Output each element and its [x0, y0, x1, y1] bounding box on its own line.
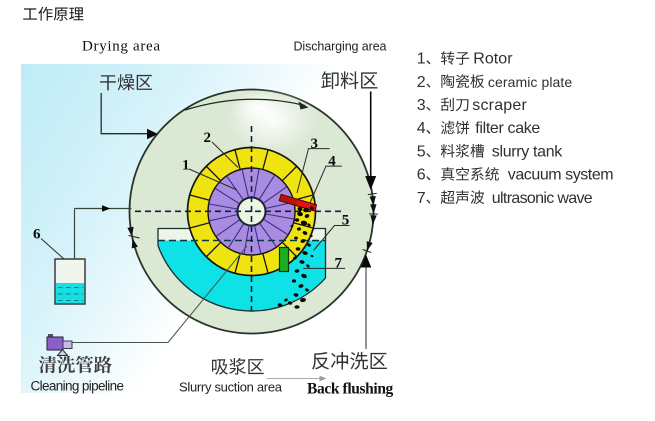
svg-text:Rotor: Rotor [473, 51, 513, 68]
svg-text:4: 4 [417, 120, 426, 137]
svg-text:Drying area: Drying area [82, 39, 160, 55]
svg-text:6: 6 [33, 227, 41, 243]
svg-text:Discharging area: Discharging area [294, 40, 387, 54]
svg-text:Back flushing: Back flushing [307, 381, 394, 398]
svg-text:3: 3 [311, 136, 319, 152]
svg-text:vacuum system: vacuum system [508, 167, 614, 184]
svg-text:ceramic plate: ceramic plate [488, 74, 573, 90]
svg-text:filter cake: filter cake [475, 120, 540, 137]
svg-text:Cleaning pipeline: Cleaning pipeline [31, 379, 125, 394]
svg-text:5: 5 [342, 213, 350, 229]
svg-text:1: 1 [417, 51, 426, 68]
svg-text:7: 7 [417, 190, 426, 207]
svg-text:2: 2 [417, 74, 426, 91]
svg-text:5: 5 [417, 143, 426, 160]
svg-text:7: 7 [335, 256, 343, 272]
svg-text:1: 1 [182, 158, 190, 174]
svg-text:scraper: scraper [472, 97, 527, 114]
svg-text:2: 2 [204, 130, 212, 146]
svg-text:3: 3 [417, 97, 426, 114]
svg-text:Slurry suction area: Slurry suction area [179, 380, 283, 395]
svg-text:6: 6 [417, 167, 426, 184]
svg-text:4: 4 [328, 154, 336, 170]
svg-text:slurry tank: slurry tank [492, 143, 564, 160]
svg-text:ultrasonic wave: ultrasonic wave [492, 190, 593, 207]
